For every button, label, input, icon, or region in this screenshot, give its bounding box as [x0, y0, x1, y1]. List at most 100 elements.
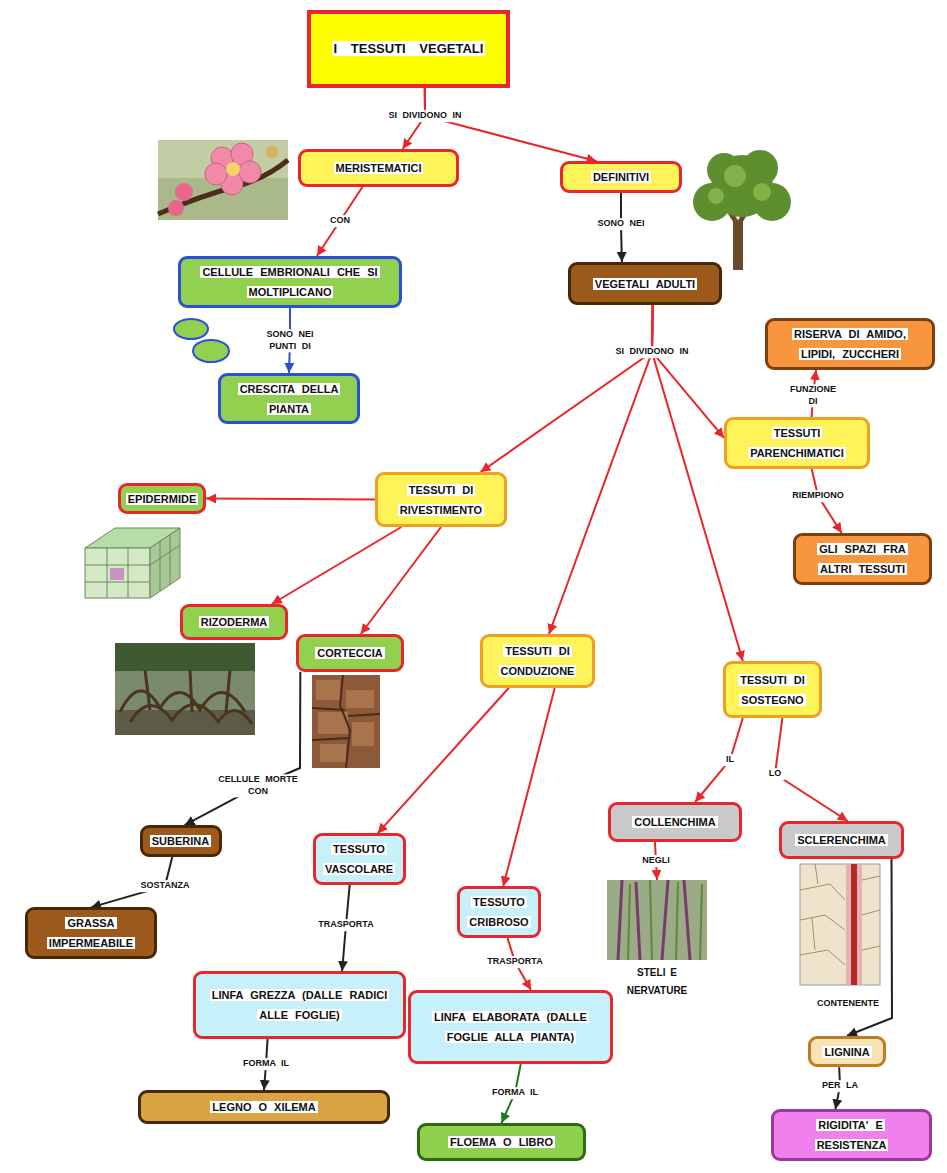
node-text: SCLERENCHIMA [795, 834, 888, 846]
link-label: TRASPORTA [484, 956, 545, 968]
sclerenchyma-picture [800, 864, 880, 985]
concept-box: GLI SPAZI FRA ALTRI TESSUTI [793, 533, 932, 585]
text-wrapper: TESSUTI DI CONDUZIONE [488, 641, 587, 680]
node-text: RISERVA DI AMIDO, LIPIDI, ZUCCHERI [792, 328, 908, 360]
bark-photo [312, 675, 380, 768]
text-wrapper: CORTECCIA [315, 643, 384, 663]
text-wrapper: SCLERENCHIMA [795, 830, 888, 850]
connector-arrow [503, 688, 555, 886]
node-text: TESSUTO VASCOLARE [323, 843, 395, 875]
link-label: CONTENENTE [814, 998, 882, 1010]
photo-node: STELI E NERVATURE [607, 880, 707, 998]
connector-arrow [378, 688, 509, 833]
node-text: RIZODERMA [199, 616, 270, 628]
node-text: TESSUTI DI SOSTEGNO [738, 674, 807, 706]
connector-arrow [272, 527, 402, 604]
link-label: IL [723, 754, 737, 766]
concept-box: CELLULE EMBRIONALI CHE SI MOLTIPLICANO [178, 256, 402, 308]
node-text: VEGETALI ADULTI [593, 278, 697, 290]
text-wrapper: TESSUTO CRIBROSO [465, 892, 533, 931]
concept-box: TESSUTO CRIBROSO [457, 886, 541, 937]
node-text: TESSUTO CRIBROSO [467, 896, 530, 928]
text-wrapper: MERISTEMATICI [334, 158, 424, 178]
concept-box: CORTECCIA [296, 634, 404, 672]
connector-arrow [185, 672, 301, 825]
text-wrapper: TESSUTI DI RIVESTIMENTO [383, 480, 499, 519]
link-label: PER LA [819, 1080, 861, 1092]
node-text: CRESCITA DELLA PIANTA [238, 383, 341, 415]
text-wrapper: RISERVA DI AMIDO, LIPIDI, ZUCCHERI [773, 324, 927, 363]
node-text: FLOEMA O LIBRO [448, 1136, 555, 1148]
node-text: TESSUTI PARENCHIMATICI [748, 427, 846, 459]
text-wrapper: LINFA GREZZA (DALLE RADICI ALLE FOGLIE) [201, 985, 398, 1024]
node-text: GRASSA IMPERMEABILE [47, 917, 135, 949]
node-text: SUBERINA [150, 835, 211, 847]
text-wrapper: CRESCITA DELLA PIANTA [226, 379, 352, 418]
concept-box: SCLERENCHIMA [779, 821, 904, 859]
text-wrapper: FLOEMA O LIBRO [448, 1132, 555, 1152]
link-label: NEGLI [639, 855, 673, 867]
text-wrapper: LEGNO O XILEMA [210, 1097, 317, 1117]
link-label: LO [766, 768, 785, 780]
concept-box: VEGETALI ADULTI [568, 262, 722, 305]
concept-box: LIGNINA [808, 1036, 886, 1068]
node-text: RIGIDITA' E RESISTENZA [815, 1119, 889, 1151]
concept-box: I TESSUTI VEGETALI [307, 10, 510, 88]
text-wrapper: TESSUTI DI SOSTEGNO [731, 670, 814, 709]
link-label: SI DIVIDONO IN [385, 110, 464, 122]
node-text: LEGNO O XILEMA [210, 1101, 317, 1113]
flower-photo [158, 140, 288, 220]
connector-arrow [652, 305, 743, 661]
concept-box: TESSUTI DI CONDUZIONE [480, 634, 595, 688]
text-wrapper: LIGNINA [822, 1042, 871, 1062]
node-text: DEFINITIVI [591, 171, 651, 183]
concept-box: DEFINITIVI [560, 161, 682, 193]
concept-box: TESSUTI DI RIVESTIMENTO [375, 472, 507, 527]
node-text: CELLULE EMBRIONALI CHE SI MOLTIPLICANO [200, 266, 379, 298]
text-wrapper: DEFINITIVI [591, 167, 651, 187]
text-wrapper: CELLULE EMBRIONALI CHE SI MOLTIPLICANO [186, 262, 394, 301]
link-label: FUNZIONE DI [782, 384, 844, 407]
concept-box: EPIDERMIDE [118, 483, 206, 515]
node-text: TESSUTI DI CONDUZIONE [499, 645, 577, 677]
node-text: GLI SPAZI FRA ALTRI TESSUTI [817, 543, 908, 575]
text-wrapper: VEGETALI ADULTI [593, 274, 697, 294]
stems-photo [607, 880, 707, 960]
node-text: CORTECCIA [315, 647, 384, 659]
node-text: MERISTEMATICI [334, 162, 424, 174]
connector-arrow [317, 187, 363, 256]
node-text: COLLENCHIMA [632, 816, 717, 828]
text-wrapper: RIZODERMA [199, 612, 270, 632]
node-text: LINFA GREZZA (DALLE RADICI ALLE FOGLIE) [210, 989, 390, 1021]
link-label: TRASPORTA [315, 919, 376, 931]
concept-box: TESSUTI DI SOSTEGNO [723, 661, 822, 718]
link-label: RIEMPIONO [789, 490, 847, 502]
concept-box: TESSUTI PARENCHIMATICI [724, 417, 870, 468]
concept-box: COLLENCHIMA [608, 802, 742, 842]
connector-arrow [652, 305, 724, 438]
concept-box: SUBERINA [140, 825, 222, 857]
link-label: FORMA IL [489, 1087, 541, 1099]
concept-box: RIZODERMA [180, 604, 288, 640]
text-wrapper: SUBERINA [150, 831, 211, 851]
link-label: SI DIVIDONO IN [612, 346, 691, 358]
text-wrapper: LINFA ELABORATA (DALLE FOGLIE ALLA PIANT… [416, 1007, 605, 1046]
concept-box: LEGNO O XILEMA [138, 1090, 390, 1124]
roots-photo [115, 643, 255, 735]
concept-box: FLOEMA O LIBRO [417, 1123, 586, 1161]
concept-box: RISERVA DI AMIDO, LIPIDI, ZUCCHERI [765, 318, 935, 370]
node-text: I TESSUTI VEGETALI [332, 41, 486, 56]
link-label: CELLULE MORTE CON [205, 774, 311, 797]
text-wrapper: RIGIDITA' E RESISTENZA [779, 1115, 924, 1154]
link-label: SONO NEI PUNTI DI [259, 329, 321, 352]
link-label: FORMA IL [240, 1058, 292, 1070]
node-text: LIGNINA [822, 1046, 871, 1058]
concept-box: LINFA ELABORATA (DALLE FOGLIE ALLA PIANT… [408, 990, 613, 1064]
concept-box: RIGIDITA' E RESISTENZA [771, 1109, 932, 1160]
link-label: CON [327, 215, 353, 227]
text-wrapper: STELI E NERVATURE [607, 962, 707, 998]
connector-arrow [695, 718, 743, 802]
text-wrapper: GRASSA IMPERMEABILE [33, 913, 149, 952]
